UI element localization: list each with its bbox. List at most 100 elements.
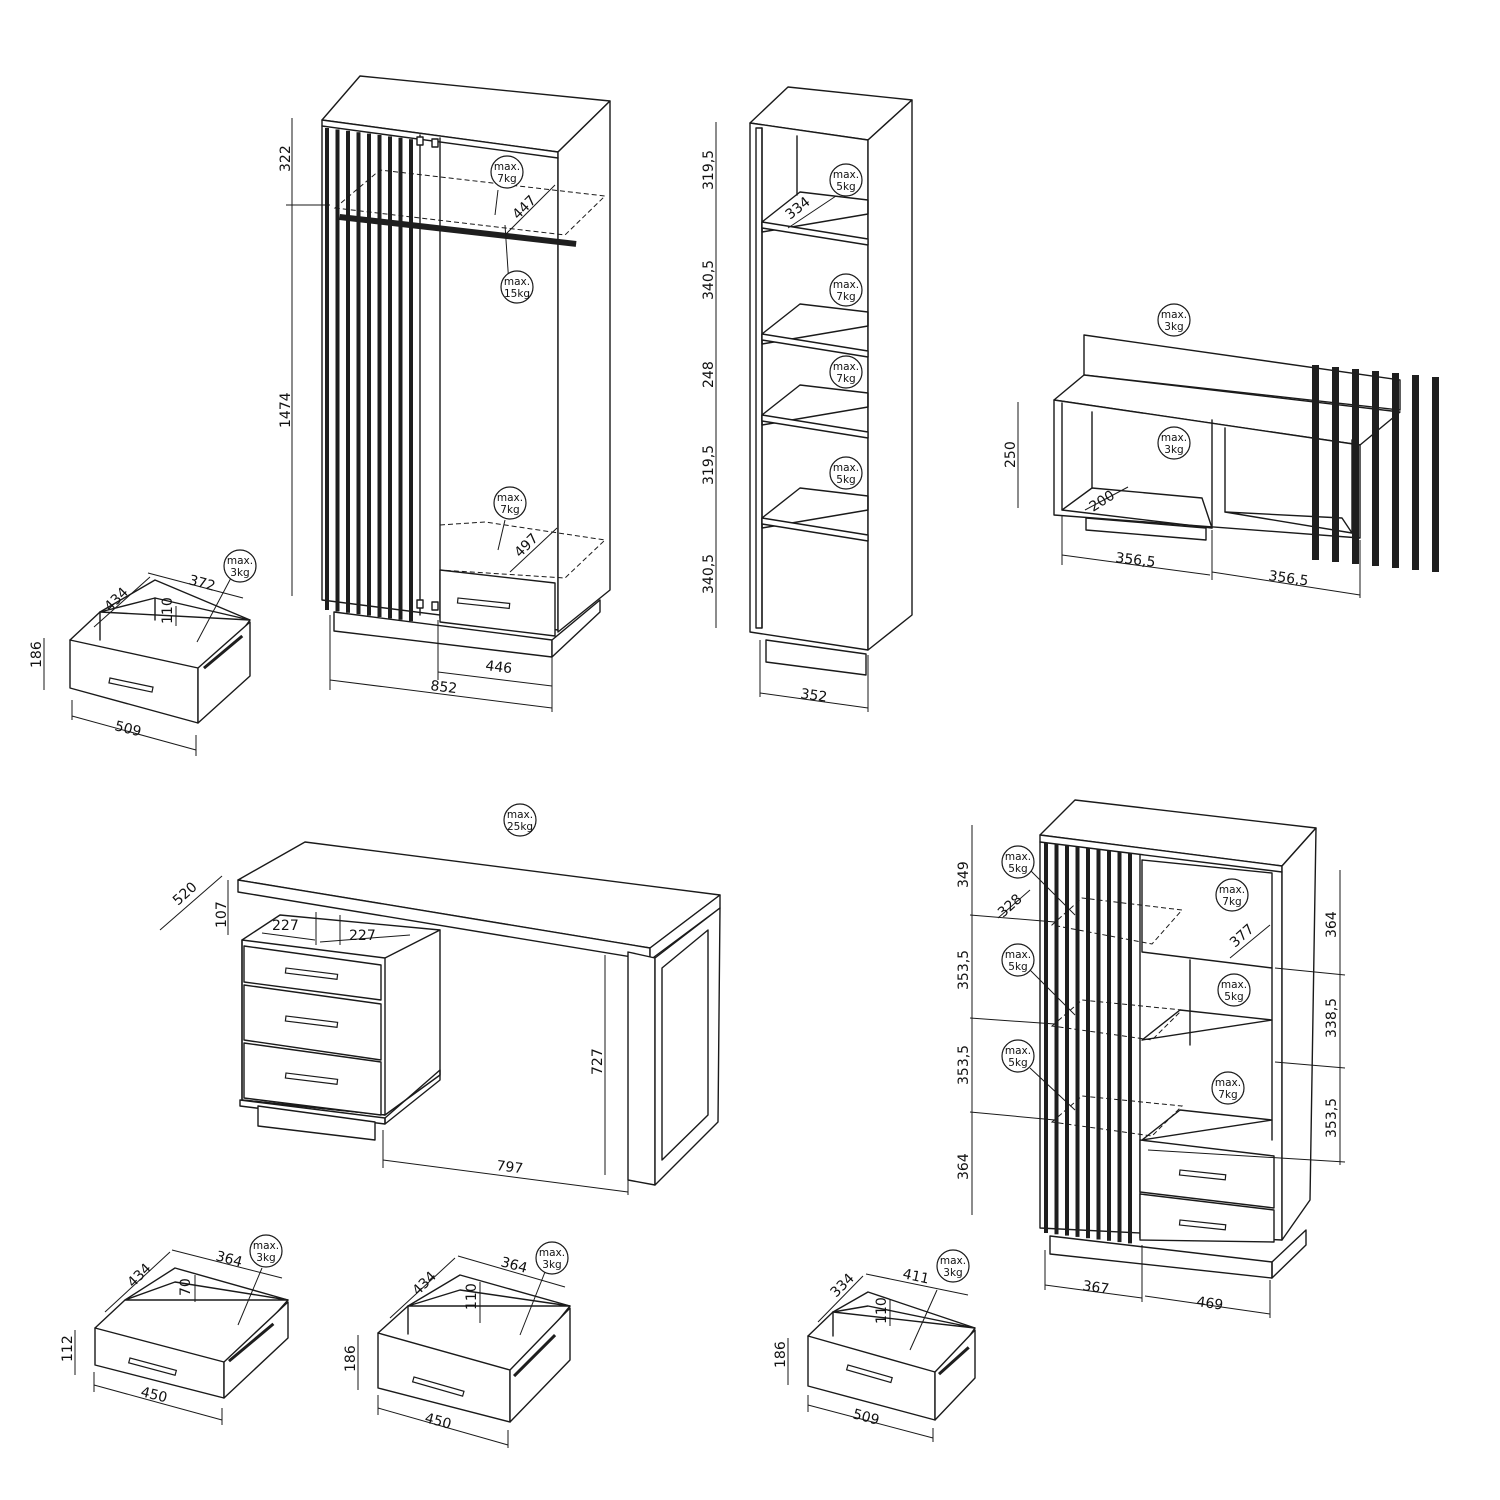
- load-badge-highboard-l2: max.5kg: [1001, 943, 1035, 977]
- bookcase-shelf: [761, 487, 869, 529]
- badge-value: 5kg: [1008, 1057, 1027, 1069]
- bookcase-h5-label: 340,5: [701, 554, 717, 594]
- badge-prefix: max.: [1221, 979, 1247, 991]
- highboard-slat: [1086, 848, 1090, 1239]
- wardrobe-drawer-height-label: 186: [29, 641, 45, 668]
- badge-prefix: max.: [1215, 1077, 1241, 1089]
- badge-prefix: max.: [1005, 851, 1031, 863]
- load-badge-desk-drawer-small: max.3kg: [249, 1234, 283, 1268]
- wardrobe-slat: [325, 128, 329, 610]
- bookcase-h3-label: 248: [701, 361, 717, 388]
- hanging-shelf: 250 200 356,5 356,5: [1003, 334, 1439, 598]
- highboard: 349 353,5 353,5 364 364 338,5 353,5 328 …: [956, 799, 1346, 1318]
- badge-prefix: max.: [1005, 949, 1031, 961]
- hanging-shelf-slat: [1392, 373, 1399, 568]
- load-badge-highboard-drawer: max.3kg: [936, 1249, 970, 1283]
- wardrobe-drawer-inner-height-label: 110: [160, 597, 176, 624]
- load-badge-wardrobe-top: max.7kg: [490, 155, 524, 189]
- hanging-shelf-slat: [1412, 375, 1419, 570]
- highboard-r1-label: 364: [1324, 911, 1340, 938]
- badge-prefix: max.: [1161, 432, 1187, 444]
- wardrobe-total-width-label: 852: [430, 678, 458, 697]
- badge-prefix: max.: [833, 361, 859, 373]
- desk-depth-label: 520: [170, 879, 201, 909]
- wardrobe-slat: [367, 133, 371, 616]
- badge-value: 7kg: [500, 504, 519, 516]
- bookcase-h1-label: 319,5: [701, 150, 717, 190]
- load-badge-bookcase-4: max.5kg: [829, 456, 863, 490]
- highboard-slat: [1044, 843, 1048, 1233]
- bookcase-shelf-edge: [761, 333, 869, 358]
- bookcase-shelves: [761, 191, 869, 542]
- hanging-shelf-right-width-label: 356,5: [1267, 568, 1309, 589]
- badge-prefix: max.: [940, 1255, 966, 1267]
- wardrobe-slat: [409, 139, 413, 622]
- desk-drawer-small-height-label: 112: [60, 1335, 76, 1362]
- badge-value: 7kg: [1218, 1089, 1237, 1101]
- desk-top-thickness-label: 107: [214, 901, 230, 928]
- badge-value: 3kg: [256, 1252, 275, 1264]
- badge-prefix: max.: [494, 161, 520, 173]
- wardrobe-slat: [398, 137, 403, 620]
- highboard-drawer-inner-height-label: 110: [874, 1297, 890, 1324]
- highboard-slat: [1128, 853, 1132, 1244]
- badge-value: 5kg: [836, 474, 855, 486]
- desk-drawer-small-width-label: 450: [139, 1384, 169, 1406]
- desk-height-label: 727: [590, 1048, 606, 1075]
- bookcase-h2-label: 340,5: [701, 260, 717, 300]
- desk-drawer-large-width-label: 450: [423, 1410, 453, 1432]
- badge-value: 5kg: [836, 181, 855, 193]
- load-badge-highboard-r2: max.5kg: [1217, 973, 1251, 1007]
- highboard-width-right-label: 469: [1195, 1294, 1224, 1314]
- badge-prefix: max.: [833, 169, 859, 181]
- desk-leg-span-label: 797: [496, 1158, 524, 1177]
- badge-value: 3kg: [1164, 321, 1183, 333]
- hanging-shelf-slat: [1332, 367, 1339, 562]
- wardrobe-drawer-inner-width-label: 372: [187, 572, 217, 594]
- highboard-l4-label: 364: [956, 1153, 972, 1180]
- load-badge-bookcase-1: max.5kg: [829, 163, 863, 197]
- highboard-slat: [1054, 844, 1059, 1235]
- highboard-r2-label: 338,5: [1324, 998, 1340, 1038]
- highboard-slat: [1117, 852, 1122, 1243]
- bookcase-width-label: 352: [799, 686, 828, 706]
- wardrobe-hinges: [416, 136, 439, 611]
- badge-value: 5kg: [1224, 991, 1243, 1003]
- highboard-r3-label: 353,5: [1324, 1098, 1340, 1138]
- badge-value: 15kg: [504, 288, 530, 300]
- badge-prefix: max.: [504, 276, 530, 288]
- highboard-l2-label: 353,5: [956, 950, 972, 990]
- wardrobe-slat: [377, 135, 382, 617]
- desk: 520 107 227 227 727 797: [159, 841, 721, 1195]
- bookcase-shelf-edge: [761, 517, 869, 542]
- load-badge-wardrobe-rail: max.15kg: [500, 270, 534, 304]
- desk-drawer-left-label: 227: [272, 918, 299, 934]
- hanging-shelf-slat: [1352, 369, 1359, 564]
- badge-prefix: max.: [1219, 884, 1245, 896]
- wardrobe-slat: [335, 129, 340, 612]
- desk-drawer-small: 434 364 70 112 450: [60, 1248, 289, 1425]
- hanging-shelf-slats: [1312, 365, 1439, 572]
- bookcase-h4-label: 319,5: [701, 445, 717, 485]
- highboard-l3-label: 353,5: [956, 1045, 972, 1085]
- bookcase-shelf-edge: [761, 414, 869, 439]
- load-badge-bookcase-3: max.7kg: [829, 355, 863, 389]
- highboard-slat: [1107, 850, 1111, 1241]
- badge-value: 3kg: [1164, 444, 1183, 456]
- desk-drawer-large-height-label: 186: [343, 1345, 359, 1372]
- badge-value: 3kg: [230, 567, 249, 579]
- highboard-slat: [1065, 845, 1069, 1236]
- desk-drawer-large: 434 364 110 186 450: [343, 1254, 571, 1448]
- badge-prefix: max.: [833, 279, 859, 291]
- highboard-drawer-inner-width-label: 411: [901, 1266, 930, 1287]
- desk-drawer-large-inner-width-label: 364: [499, 1254, 529, 1276]
- highboard-drawer-height-label: 186: [773, 1341, 789, 1368]
- wardrobe: 322 1474 852 446 447 497: [278, 75, 611, 712]
- highboard-slat: [1096, 849, 1101, 1240]
- hanging-shelf-height-label: 250: [1003, 441, 1019, 468]
- badge-prefix: max.: [833, 462, 859, 474]
- bookcase: 319,5 340,5 248 319,5 340,5 334 352: [701, 86, 913, 712]
- wardrobe-slat: [346, 130, 350, 613]
- badge-value: 3kg: [943, 1267, 962, 1279]
- badge-value: 7kg: [836, 373, 855, 385]
